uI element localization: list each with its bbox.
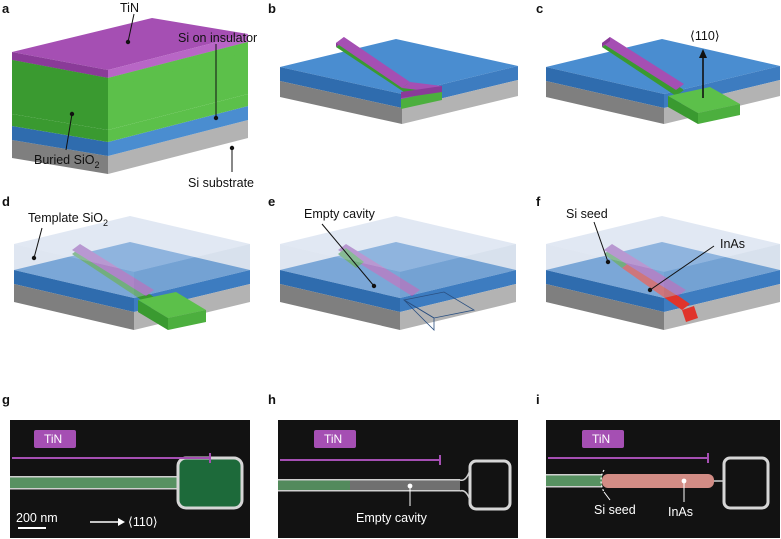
panel-letter-f: f (536, 194, 541, 209)
panel-h: h TiN Empty cavity (268, 392, 518, 538)
cavity-label-h: Empty cavity (356, 511, 428, 525)
panel-a: a (2, 1, 248, 174)
tin-badge-i: TiN (592, 432, 610, 446)
tin-badge-h: TiN (324, 432, 342, 446)
panel-letter-g: g (2, 392, 10, 407)
tin-badge-g: TiN (44, 432, 62, 446)
template-label: Template SiO2 (28, 211, 108, 228)
tin-label-a: TiN (120, 1, 139, 15)
cavity-label-e: Empty cavity (304, 207, 376, 221)
panel-letter-h: h (268, 392, 276, 407)
panel-e: e Empty cavity (268, 194, 516, 331)
panel-i: i TiN Si seed InAs (536, 392, 780, 538)
panel-c: c ⟨110⟩ (536, 1, 780, 124)
scale-bar-label: 200 nm (16, 511, 58, 525)
panel-letter-b: b (268, 1, 276, 16)
box-label-a: Buried SiO2 (34, 153, 99, 170)
seed-label-f: Si seed (566, 207, 608, 221)
panel-letter-i: i (536, 392, 540, 407)
soi-label-a: Si on insulator (178, 31, 257, 45)
panel-f: f Si seed InAs (536, 194, 780, 330)
inas-label-i: InAs (668, 505, 693, 519)
panel-g: g TiN 200 nm ⟨110⟩ (2, 392, 250, 538)
panel-letter-e: e (268, 194, 275, 209)
direction-label-c: ⟨110⟩ (690, 29, 720, 43)
direction-label-g: ⟨110⟩ (128, 515, 158, 529)
panel-letter-a: a (2, 1, 10, 16)
panel-letter-c: c (536, 1, 543, 16)
seed-label-i: Si seed (594, 503, 636, 517)
panel-letter-d: d (2, 194, 10, 209)
panel-d: d Template SiO2 (2, 194, 250, 330)
panel-a-labels: TiN Si on insulator Buried SiO2 Si subst… (34, 1, 257, 190)
substrate-label-a: Si substrate (188, 176, 254, 190)
panel-b: b (268, 1, 518, 124)
inas-label-f: InAs (720, 237, 745, 251)
